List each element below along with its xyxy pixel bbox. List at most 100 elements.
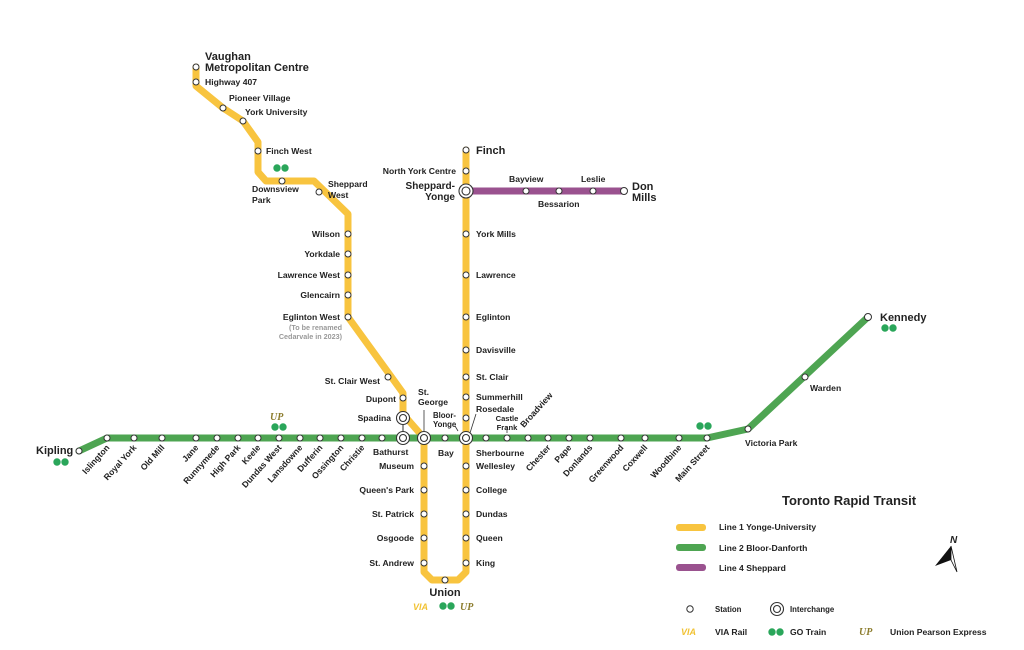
station-marker-queens-park[interactable] (420, 486, 428, 494)
go-mark-main-street (696, 422, 712, 430)
station-marker-north-york-centre[interactable] (462, 167, 470, 175)
station-marker-leslie[interactable] (589, 187, 597, 195)
station-marker-st-clair-west[interactable] (384, 373, 392, 381)
station-marker-highway-407[interactable] (192, 78, 200, 86)
legend-line2-label: Line 2 Bloor-Danforth (719, 543, 807, 553)
station-marker-glencairn[interactable] (344, 291, 352, 299)
station-marker-pioneer-village[interactable] (219, 104, 227, 112)
station-marker-coxwell[interactable] (641, 434, 649, 442)
station-marker-chester[interactable] (544, 434, 552, 442)
label-eglinton-west-note-1: (To be renamed (289, 323, 342, 332)
station-marker-woodbine[interactable] (675, 434, 683, 442)
legend-up-label: Union Pearson Express (890, 627, 987, 637)
go-mark-downsview (273, 164, 289, 172)
station-marker-dundas-west[interactable] (275, 434, 283, 442)
station-marker-bathurst[interactable] (378, 434, 386, 442)
station-marker-eglinton-west[interactable] (344, 313, 352, 321)
go-mark-union (439, 602, 455, 610)
label-vaughan-1: Vaughan (205, 51, 251, 63)
label-wellesley: Wellesley (476, 461, 515, 471)
label-york-university: York University (245, 107, 308, 117)
station-marker-broadview[interactable] (524, 434, 532, 442)
station-marker-lansdowne[interactable] (296, 434, 304, 442)
station-marker-greenwood[interactable] (617, 434, 625, 442)
station-marker-main-street[interactable] (703, 434, 711, 442)
station-marker-runnymede[interactable] (213, 434, 221, 442)
go-mark-kennedy (881, 324, 897, 332)
label-st-clair: St. Clair (476, 372, 509, 382)
station-marker-bayview[interactable] (522, 187, 530, 195)
station-marker-victoria-park[interactable] (744, 425, 752, 433)
station-marker-sheppard-west[interactable] (315, 188, 323, 196)
interchange-bloor-yonge[interactable] (458, 430, 474, 446)
station-marker-jane[interactable] (192, 434, 200, 442)
station-marker-york-mills[interactable] (462, 230, 470, 238)
line1-stations (192, 63, 470, 584)
station-marker-kipling[interactable] (75, 447, 83, 455)
label-eglinton: Eglinton (476, 312, 510, 322)
interchange-st-george[interactable] (416, 430, 432, 446)
station-marker-ossington[interactable] (337, 434, 345, 442)
station-marker-christie[interactable] (358, 434, 366, 442)
station-marker-vaughan[interactable] (192, 63, 200, 71)
station-marker-wellesley[interactable] (462, 462, 470, 470)
station-marker-bay[interactable] (441, 434, 449, 442)
label-don-mills-2: Mills (632, 192, 656, 204)
label-coxwell: Coxwell (620, 443, 649, 474)
station-marker-rosedale[interactable] (462, 414, 470, 422)
station-marker-warden[interactable] (801, 373, 809, 381)
label-finch-west: Finch West (266, 146, 312, 156)
station-marker-downsview-park[interactable] (278, 177, 286, 185)
station-marker-royal-york[interactable] (130, 434, 138, 442)
station-marker-yorkdale[interactable] (344, 250, 352, 258)
legend-via-icon: VIA (681, 627, 696, 637)
label-castle-frank-1: Castle (496, 414, 519, 423)
label-old-mill: Old Mill (138, 443, 166, 473)
station-marker-lawrence[interactable] (462, 271, 470, 279)
station-marker-dufferin[interactable] (316, 434, 324, 442)
station-marker-eglinton[interactable] (462, 313, 470, 321)
station-marker-queen[interactable] (462, 534, 470, 542)
station-marker-union[interactable] (441, 576, 449, 584)
station-marker-sherbourne[interactable] (482, 434, 490, 442)
station-marker-kennedy[interactable] (864, 313, 872, 321)
station-marker-st-clair[interactable] (462, 373, 470, 381)
station-marker-davisville[interactable] (462, 346, 470, 354)
label-highway-407: Highway 407 (205, 77, 257, 87)
line4-labels: Bayview Bessarion Leslie Don Mills (509, 174, 656, 209)
station-marker-museum[interactable] (420, 462, 428, 470)
station-marker-dupont[interactable] (399, 394, 407, 402)
station-marker-st-patrick[interactable] (420, 510, 428, 518)
interchange-spadina[interactable] (395, 410, 411, 426)
station-marker-finch-west[interactable] (254, 147, 262, 155)
label-st-patrick: St. Patrick (372, 509, 414, 519)
label-bloor-yonge-1: Bloor- (433, 411, 456, 420)
station-marker-bessarion[interactable] (555, 187, 563, 195)
station-marker-pape[interactable] (565, 434, 573, 442)
legend-station-icon (686, 605, 694, 613)
station-marker-islington[interactable] (103, 434, 111, 442)
station-marker-don-mills[interactable] (620, 187, 628, 195)
station-marker-finch[interactable] (462, 146, 470, 154)
label-wilson: Wilson (312, 229, 340, 239)
via-mark-union: VIA (413, 602, 428, 612)
station-marker-osgoode[interactable] (420, 534, 428, 542)
station-marker-keele[interactable] (254, 434, 262, 442)
station-marker-old-mill[interactable] (158, 434, 166, 442)
interchange-spadina-line2[interactable] (395, 430, 411, 446)
station-marker-donlands[interactable] (586, 434, 594, 442)
station-marker-high-park[interactable] (234, 434, 242, 442)
station-marker-king[interactable] (462, 559, 470, 567)
label-dundas: Dundas (476, 509, 508, 519)
legend-line1-swatch (676, 524, 706, 531)
station-marker-wilson[interactable] (344, 230, 352, 238)
station-marker-york-university[interactable] (239, 117, 247, 125)
station-marker-summerhill[interactable] (462, 393, 470, 401)
station-marker-lawrence-west[interactable] (344, 271, 352, 279)
station-marker-college[interactable] (462, 486, 470, 494)
interchange-sheppard-yonge[interactable] (458, 183, 474, 199)
station-marker-st-andrew[interactable] (420, 559, 428, 567)
station-marker-castle-frank[interactable] (503, 434, 511, 442)
station-marker-dundas[interactable] (462, 510, 470, 518)
legend-go-label: GO Train (790, 627, 826, 637)
